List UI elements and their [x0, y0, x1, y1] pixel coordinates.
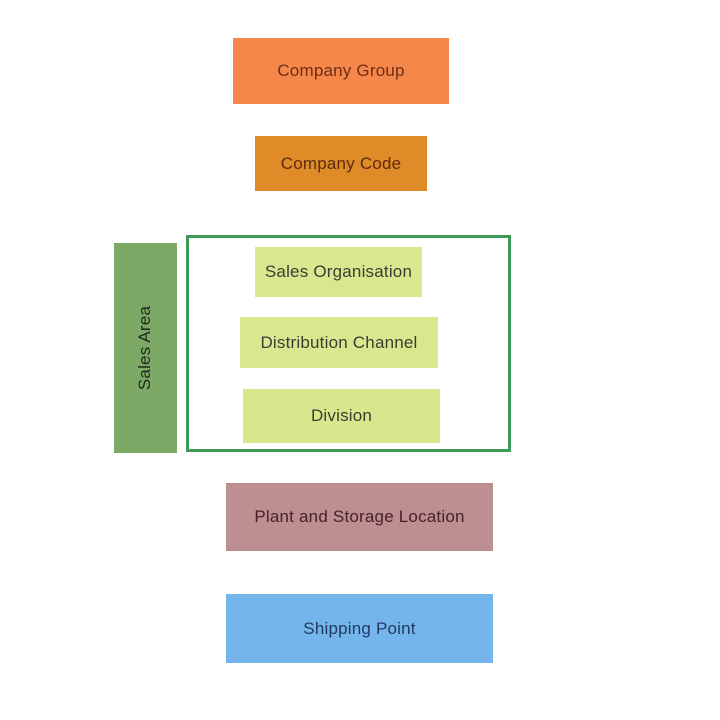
sales-area-label-box: Sales Area	[114, 243, 177, 453]
sales-organisation-box: Sales Organisation	[255, 247, 422, 297]
sales-area-label: Sales Area	[135, 305, 155, 391]
plant-and-storage-location-box: Plant and Storage Location	[226, 483, 493, 551]
company-code-box: Company Code	[255, 136, 427, 191]
shipping-point-box: Shipping Point	[226, 594, 493, 663]
division-box: Division	[243, 389, 440, 443]
distribution-channel-box: Distribution Channel	[240, 317, 438, 368]
company-group-box: Company Group	[233, 38, 449, 104]
